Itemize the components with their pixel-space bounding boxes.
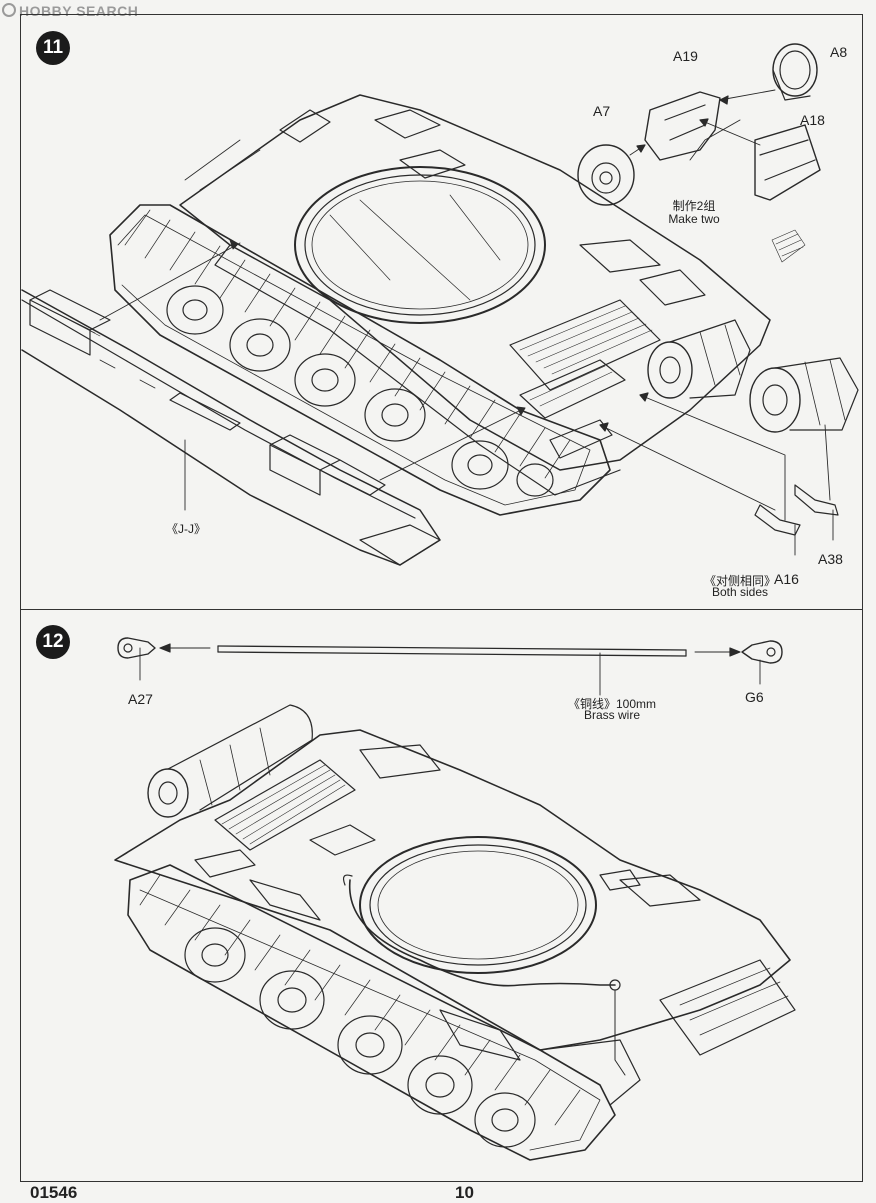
step-11-arrows [99,239,526,481]
step-11-number: 11 [42,37,64,58]
hobby-search-logo-icon [2,3,16,17]
product-code: 01546 [30,1183,78,1202]
step-12-badge: 12 [36,625,70,659]
label-make-two-cn: 制作2组 [672,199,716,213]
step-12-panel [20,610,863,1182]
brass-wire-drawing [117,637,783,696]
label-a8: A8 [830,44,848,60]
label-both-sides-en: Both sides [711,585,769,599]
step-11-hull-drawing [179,94,771,496]
watermark-text: HOBBY SEARCH [19,3,139,19]
label-g6: G6 [745,689,764,705]
label-brass-wire-en: Brass wire [583,708,640,722]
label-a19: A19 [673,48,698,64]
fuel-drum-subassembly-drawing [577,43,821,263]
step-12-number: 12 [42,631,64,652]
fender-jj-drawing [21,289,441,566]
watermark: HOBBY SEARCH [2,3,138,19]
label-a18: A18 [800,112,825,128]
rear-fuel-drums-drawing [599,319,859,556]
step-12-tank-drawing [114,704,796,1161]
label-both-sides-cn: 《对侧相同》 [703,574,776,588]
step-11-panel [20,14,863,610]
label-a27: A27 [128,691,153,707]
label-a16: A16 [774,571,799,587]
label-make-two-en: Make two [668,212,720,226]
label-a7: A7 [593,103,611,119]
label-jj: 《J-J》 [166,522,206,536]
label-a38: A38 [818,551,843,567]
label-brass-wire-cn: 《铜线》100mm [567,697,656,711]
page-number: 10 [455,1183,474,1202]
step-11-badge: 11 [36,31,70,65]
step-11-track-drawing [109,204,611,516]
